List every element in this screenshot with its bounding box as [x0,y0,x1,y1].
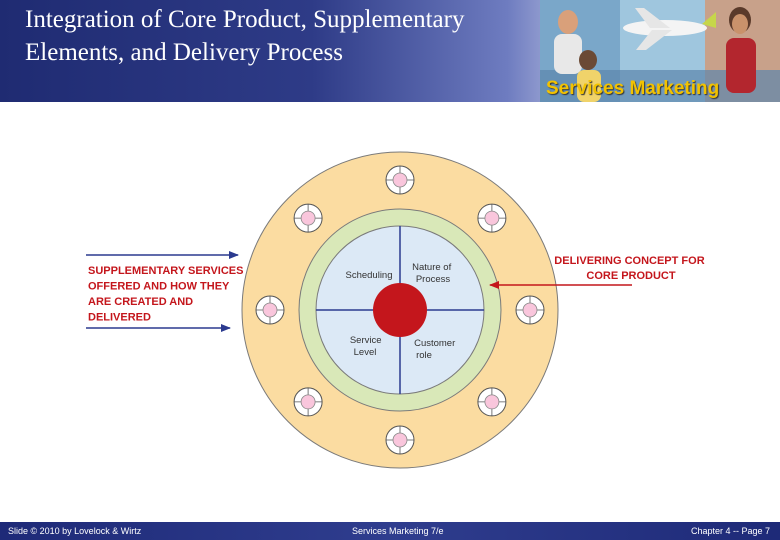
supplementary-petals [255,165,545,455]
right-label: DELIVERING CONCEPT FOR CORE PRODUCT [554,255,707,282]
petal [477,203,507,233]
slide-title: Integration of Core Product, Supplementa… [25,6,465,66]
quadrant-label-nature-of-process: Nature of Process [412,262,454,285]
petal [255,295,285,325]
petal [385,425,415,455]
petal [477,387,507,417]
integration-diagram: SUPPLEMENTARY SERVICES OFFERED AND HOW T… [86,151,707,469]
petal [293,387,323,417]
footer-copyright: Slide © 2010 by Lovelock & Wirtz [8,526,142,536]
footer-page-number: Chapter 4 -- Page 7 [690,526,770,536]
brand-label: Services Marketing [546,78,720,99]
slide-footer: Slide © 2010 by Lovelock & Wirtz Service… [0,522,780,540]
petal [385,165,415,195]
quadrant-label-scheduling: Scheduling [345,270,392,281]
header-photo-collage [540,0,780,102]
left-label: SUPPLEMENTARY SERVICES OFFERED AND HOW T… [88,265,247,324]
slide-header: Integration of Core Product, Supplementa… [0,0,780,102]
photo-collage-image [540,0,780,102]
petal [293,203,323,233]
quadrant-label-customer-role: Customer role [414,338,458,361]
core-product-circle [373,283,427,337]
quadrant-label-service-level: Service Level [350,335,384,358]
petal [515,295,545,325]
footer-book-title: Services Marketing 7/e [352,526,444,536]
